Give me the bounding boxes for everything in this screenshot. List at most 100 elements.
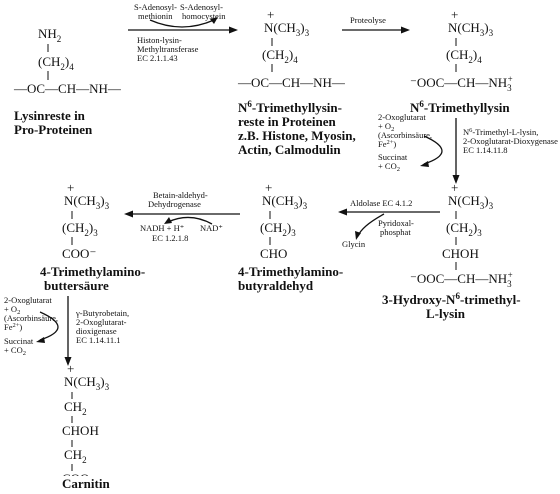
c7-methylene: CH2 <box>64 399 87 417</box>
step3-cofactor-in: Fe2+) <box>378 139 396 149</box>
step6-cofactor-in: (Ascorbinsäure, <box>4 313 58 323</box>
step2-arrow: Proteolyse <box>342 15 410 34</box>
c7-hydroxy: CHOH <box>62 423 99 438</box>
step3-cofactor-in: (Ascorbinsäure, <box>378 130 432 140</box>
c4-name-line: 3-Hydroxy-N6-trimethyl- <box>382 291 521 307</box>
step3-enzyme: EC 1.14.11.8 <box>463 145 508 155</box>
c2-name-line: Actin, Calmodulin <box>238 142 341 157</box>
step1-enzyme: EC 2.1.1.43 <box>137 53 178 63</box>
step6-cofactor-in: + O2 <box>4 304 20 316</box>
c6-trimethylammonium: N(CH3)3 <box>64 193 110 211</box>
c4-hydroxy: CHOH <box>442 246 479 261</box>
step1-cofactor-curve <box>149 19 215 28</box>
compound-lysine-residue: NH2 (CH2)4 —OC—CH—NH— Lysinreste in Pro-… <box>13 26 122 137</box>
c4-plus-sign: + <box>451 180 458 195</box>
step3-cofactor-in: + O2 <box>378 121 394 133</box>
step3-cofactor-in: 2-Oxoglutarat <box>378 112 426 122</box>
c5-trimethylammonium: N(CH3)3 <box>262 193 308 211</box>
c2-trimethylammonium: N(CH3)3 <box>264 20 310 38</box>
step3-cofactor-out: + CO2 <box>378 161 400 173</box>
c1-name-line: Pro-Proteinen <box>14 122 93 137</box>
c6-name-line: buttersäure <box>44 278 109 293</box>
step6-enzyme: 2-Oxoglutarat- <box>76 317 127 327</box>
c1-chain: (CH2)4 <box>38 54 74 72</box>
c6-carboxylate: COO⁻ <box>62 246 96 261</box>
step3-enzyme: 2-Oxoglutarat-Dioxygenase <box>463 136 558 146</box>
c4-name-line: L-lysin <box>426 306 466 321</box>
step3-arrowhead <box>452 175 460 184</box>
step1-arrowhead <box>229 26 238 34</box>
compound-trimethylaminobutyraldehyde: + N(CH3)3 (CH2)3 CHO 4-Trimethylamino- b… <box>238 180 343 293</box>
step1-arrow: S-Adenosyl- methionin S-Adenosyl- homocy… <box>128 2 238 63</box>
step1-cofactor-out: S-Adenosyl- <box>180 2 223 12</box>
step3-cofactor-arrowhead <box>420 161 429 167</box>
step1-cofactor-out: homocystein <box>182 11 226 21</box>
step6-cofactor-in: 2-Oxoglutarat <box>4 295 52 305</box>
c4-backbone: ⁻OOC—CH—NH3+ <box>410 270 513 289</box>
c1-amino-group: NH2 <box>38 26 61 44</box>
step6-cofactor-out: + CO2 <box>4 345 26 357</box>
c4-chain: (CH2)3 <box>446 220 482 238</box>
compound-hydroxy-trimethyllysine: + N(CH3)3 (CH2)3 CHOH ⁻OOC—CH—NH3+ 3-Hyd… <box>382 180 521 321</box>
step4-product-arrowhead <box>355 231 361 240</box>
c5-plus-sign: + <box>265 180 272 195</box>
c5-aldehyde: CHO <box>260 246 287 261</box>
c2-name-line: z.B. Histone, Myosin, <box>238 128 356 143</box>
step3-enzyme: N6-Trimethyl-L-lysin, <box>463 127 538 137</box>
step6-enzyme: γ-Butyrobetain, <box>75 308 129 318</box>
c2-plus-sign: + <box>267 7 274 22</box>
step6-cofactor-curve <box>39 311 59 341</box>
c5-name-line: 4-Trimethylamino- <box>238 264 343 279</box>
step2-arrowhead <box>401 26 410 34</box>
step1-enzyme: Methyltransferase <box>137 44 199 54</box>
c7-plus-sign: + <box>67 361 74 376</box>
c5-chain: (CH2)3 <box>260 220 296 238</box>
c5-name-line: butyraldehyd <box>238 278 314 293</box>
step5-ec: EC 1.2.1.8 <box>152 233 188 243</box>
step5-enzyme: Betain-aldehyd- <box>153 190 208 200</box>
c1-name-line: Lysinreste in <box>14 108 86 123</box>
c3-chain: (CH2)4 <box>446 47 482 65</box>
step4-cofactor: phosphat <box>380 227 411 237</box>
step6-enzyme: dioxigenase <box>76 326 117 336</box>
c7-name-visible: Carnitin <box>62 476 110 492</box>
compound-trimethyllysine-residue: + N(CH3)3 (CH2)4 —OC—CH—NH— N6-Trimethyl… <box>237 7 356 157</box>
c2-name-line: reste in Proteinen <box>238 114 336 129</box>
step4-enzyme: Aldolase EC 4.1.2 <box>350 198 412 208</box>
c2-backbone: —OC—CH—NH— <box>237 75 346 90</box>
compound-trimethylaminobutyric-acid: + N(CH3)3 (CH2)3 COO⁻ 4-Trimethylamino- … <box>40 180 145 293</box>
step5-cofactor-in: NAD⁺ <box>200 223 223 233</box>
step3-cofactor-curve <box>423 135 443 165</box>
c6-plus-sign: + <box>67 180 74 195</box>
step6-arrow: 2-Oxoglutarat + O2 (Ascorbinsäure, Fe2+)… <box>4 295 129 366</box>
step6-cofactor-arrowhead <box>36 337 45 343</box>
step4-arrowhead <box>338 208 347 216</box>
c7-trimethylammonium: N(CH3)3 <box>64 374 110 392</box>
step1-cofactor-arrowhead <box>210 17 218 24</box>
step6-cofactor-out: Succinat <box>4 336 34 346</box>
step3-arrow: 2-Oxoglutarat + O2 (Ascorbinsäure, Fe2+)… <box>378 112 558 184</box>
step1-enzyme: Histon-lysin- <box>137 35 182 45</box>
c7-methylene: CH2 <box>64 447 87 465</box>
step6-arrowhead <box>64 357 72 366</box>
compound-trimethyllysine: + N(CH3)3 (CH2)4 ⁻OOC—CH—NH3+ N6-Trimeth… <box>410 7 513 115</box>
step5-cofactor-out: NADH + H⁺ <box>140 223 184 233</box>
c3-plus-sign: + <box>451 7 458 22</box>
c6-chain: (CH2)3 <box>62 220 98 238</box>
step5-arrow: Betain-aldehyd- Dehydrogenase NADH + H⁺ … <box>124 190 240 243</box>
c1-backbone: —OC—CH—NH— <box>13 81 122 96</box>
c6-name-line: 4-Trimethylamino- <box>40 264 145 279</box>
c4-trimethylammonium: N(CH3)3 <box>448 193 494 211</box>
step5-arrowhead <box>124 210 133 218</box>
step4-product: Glycin <box>342 239 366 249</box>
step6-enzyme: EC 1.14.11.1 <box>76 335 121 345</box>
step5-cofactor-arrowhead <box>164 217 172 224</box>
step4-arrow: Aldolase EC 4.1.2 Pyridoxal- phosphat Gl… <box>338 198 440 249</box>
step1-cofactor-in: S-Adenosyl- <box>134 2 177 12</box>
compound-carnitine: + N(CH3)3 CH2 CHOH CH2 COO⁻ Carnitin <box>62 361 110 486</box>
c2-name-line: N6-Trimethyllysin- <box>238 99 342 115</box>
step3-cofactor-out: Succinat <box>378 152 408 162</box>
c3-name: N6-Trimethyllysin <box>410 99 510 115</box>
